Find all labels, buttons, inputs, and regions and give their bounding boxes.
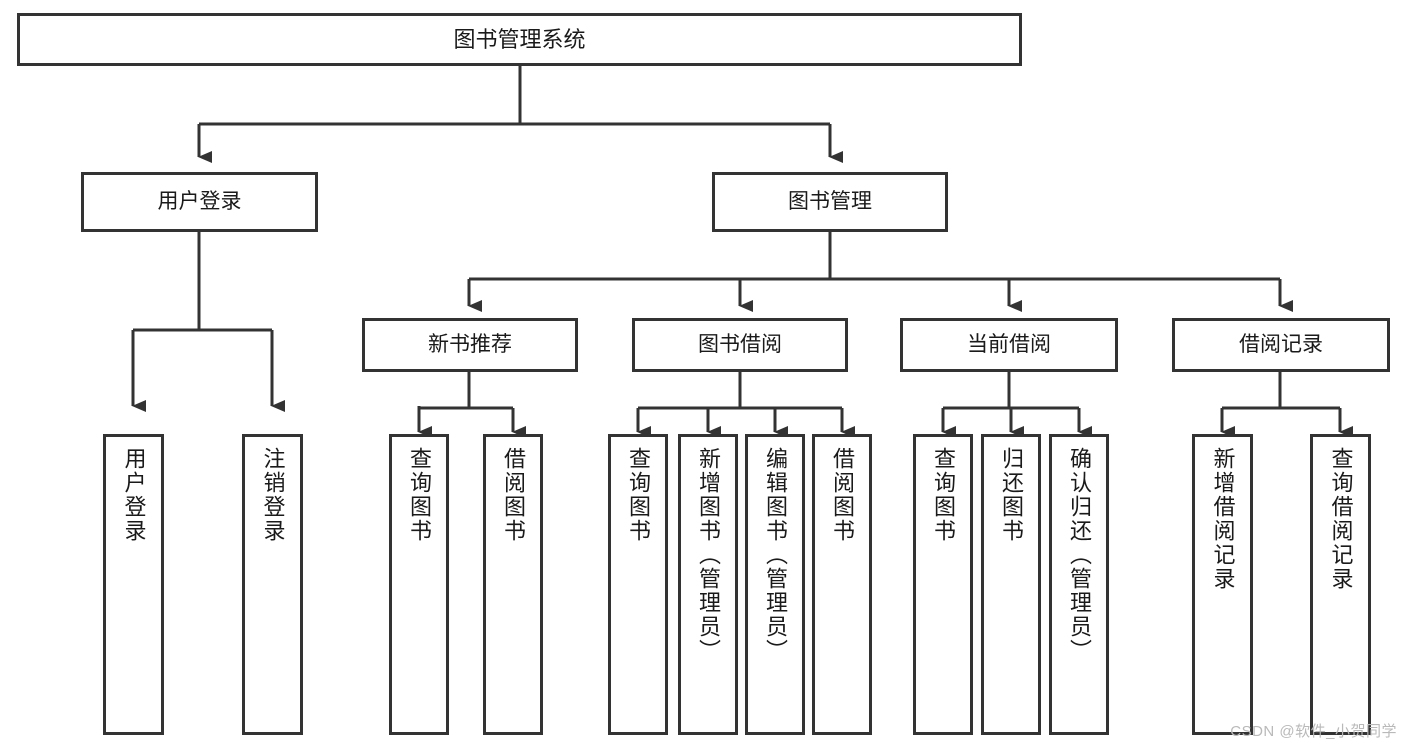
node-label: 新书推荐: [428, 332, 512, 356]
leaf-new-book-borrow[interactable]: 借阅图书: [483, 434, 543, 735]
node-current-borrow[interactable]: 当前借阅: [900, 318, 1118, 372]
leaf-book-borrow-add[interactable]: 新增图书（管理员）: [678, 434, 738, 735]
node-label: 图书管理: [788, 189, 872, 213]
node-label: 新增借阅记录: [1210, 447, 1236, 591]
node-label: 查询图书: [931, 447, 956, 543]
node-label: 查询图书: [407, 447, 432, 543]
node-new-book-recommend[interactable]: 新书推荐: [362, 318, 578, 372]
node-book-borrow[interactable]: 图书借阅: [632, 318, 848, 372]
node-label: 确认归还（管理员）: [1067, 447, 1092, 663]
node-label: 查询图书: [626, 447, 651, 543]
node-label: 当前借阅: [967, 332, 1051, 356]
node-book-management[interactable]: 图书管理: [712, 172, 948, 232]
node-label: 图书管理系统: [453, 26, 586, 52]
leaf-book-borrow-edit[interactable]: 编辑图书（管理员）: [745, 434, 805, 735]
node-label: 借阅图书: [830, 447, 855, 543]
node-label: 注销登录: [260, 447, 286, 543]
leaf-book-borrow-borrow[interactable]: 借阅图书: [812, 434, 872, 735]
node-label: 图书借阅: [698, 332, 782, 356]
node-label: 新增图书（管理员）: [696, 447, 721, 663]
leaf-borrow-record-query[interactable]: 查询借阅记录: [1310, 434, 1371, 735]
node-label: 借阅记录: [1239, 332, 1323, 356]
node-borrow-record[interactable]: 借阅记录: [1172, 318, 1390, 372]
node-root-system[interactable]: 图书管理系统: [17, 13, 1022, 66]
leaf-current-borrow-return[interactable]: 归还图书: [981, 434, 1041, 735]
leaf-user-login-login[interactable]: 用户登录: [103, 434, 164, 735]
leaf-borrow-record-add[interactable]: 新增借阅记录: [1192, 434, 1253, 735]
node-label: 编辑图书（管理员）: [763, 447, 788, 663]
node-label: 借阅图书: [501, 447, 526, 543]
leaf-book-borrow-query[interactable]: 查询图书: [608, 434, 668, 735]
leaf-current-borrow-confirm[interactable]: 确认归还（管理员）: [1049, 434, 1109, 735]
node-label: 归还图书: [999, 447, 1024, 543]
leaf-current-borrow-query[interactable]: 查询图书: [913, 434, 973, 735]
watermark: CSDN @软件_小贺同学: [1230, 723, 1397, 740]
node-label: 用户登录: [121, 447, 147, 543]
node-user-login[interactable]: 用户登录: [81, 172, 318, 232]
node-label: 查询借阅记录: [1328, 447, 1354, 591]
leaf-user-login-logout[interactable]: 注销登录: [242, 434, 303, 735]
node-label: 用户登录: [157, 189, 242, 213]
leaf-new-book-query[interactable]: 查询图书: [389, 434, 449, 735]
